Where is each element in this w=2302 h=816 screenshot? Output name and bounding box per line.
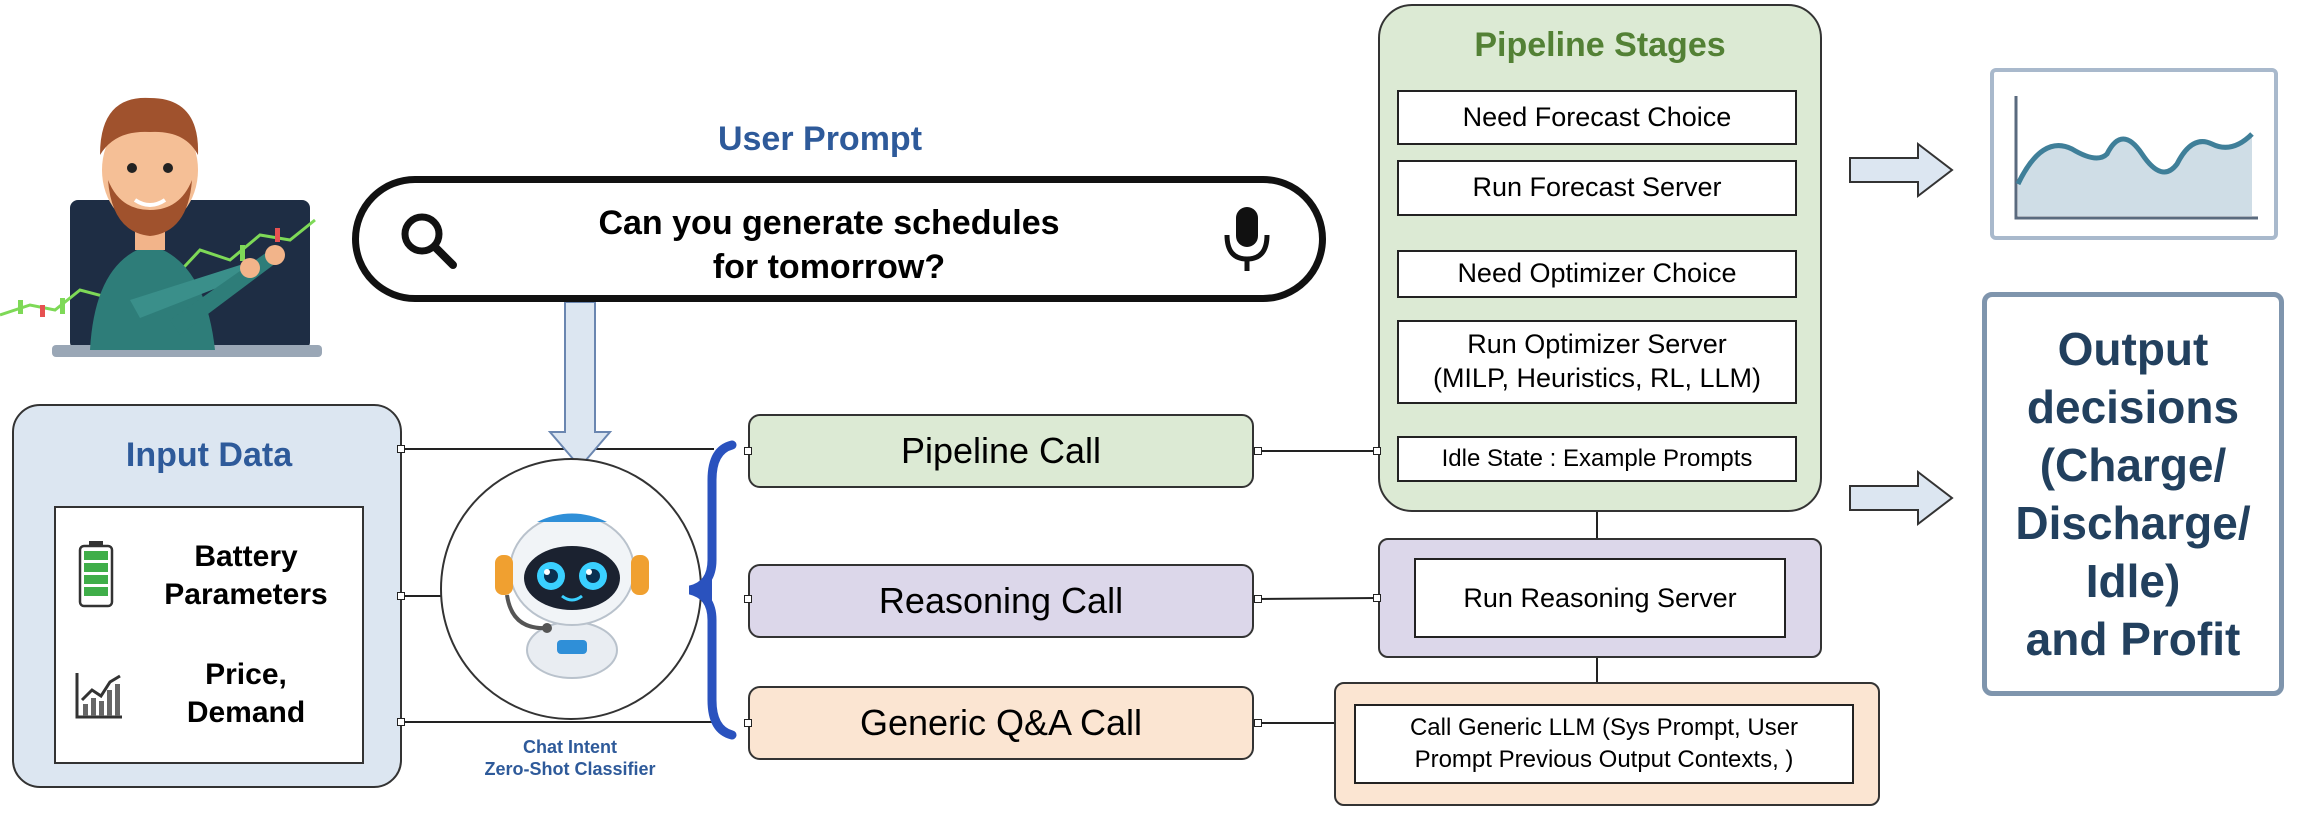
- pipeline-call-in: [744, 447, 752, 455]
- generic-llm-line-1: Call Generic LLM (Sys Prompt, User: [1409, 714, 1799, 741]
- classifier-line-2: Zero-Shot Classifier: [484, 759, 656, 779]
- robot-icon: [487, 500, 657, 685]
- reasoning-call[interactable]: Reasoning Call: [748, 564, 1254, 638]
- prompt-line-2: for tomorrow?: [712, 248, 946, 286]
- reasoning-panel-connector: [1373, 594, 1381, 602]
- forecast-chart-thumbnail: [1990, 68, 2278, 240]
- input-connector-3: [397, 718, 405, 726]
- battery-icon: [78, 540, 114, 613]
- arrow-to-chart: [1849, 141, 1954, 199]
- intent-bracket: [688, 440, 737, 740]
- presenter-illustration: [0, 60, 330, 360]
- pipeline-call[interactable]: Pipeline Call: [748, 414, 1254, 488]
- reasoning-call-out: [1254, 595, 1262, 603]
- output-line-5: Idle): [2085, 555, 2181, 607]
- stage-need-optimizer[interactable]: Need Optimizer Choice: [1397, 250, 1797, 298]
- generic-call-out: [1254, 719, 1262, 727]
- classifier-label: Chat Intent Zero-Shot Classifier: [450, 736, 690, 780]
- stage-need-forecast[interactable]: Need Forecast Choice: [1397, 90, 1797, 145]
- battery-line-2: Parameters: [164, 578, 328, 611]
- output-line-2: decisions: [2026, 381, 2240, 433]
- input-connector-2: [397, 592, 405, 600]
- prompt-search-bar[interactable]: Can you generate schedules for tomorrow?: [352, 176, 1326, 302]
- output-line-6: and Profit: [2025, 613, 2241, 665]
- classifier-circle: [440, 458, 702, 720]
- reasoning-call-in: [744, 595, 752, 603]
- pipeline-stages-title: Pipeline Stages: [1474, 26, 1726, 64]
- arrow-to-output: [1849, 469, 1954, 527]
- price-line-2: Demand: [186, 696, 306, 729]
- output-line-1: Output: [2057, 323, 2209, 375]
- stage-run-forecast[interactable]: Run Forecast Server: [1397, 160, 1797, 216]
- stage-run-optimizer[interactable]: Run Optimizer Server (MILP, Heuristics, …: [1397, 320, 1797, 404]
- pipeline-panel-connector: [1373, 447, 1381, 455]
- input-data-list: Battery Parameters Price, Demand: [54, 506, 364, 764]
- line-chart-icon: [74, 670, 124, 725]
- pipeline-call-out: [1254, 447, 1262, 455]
- generic-llm-line-2: Prompt Previous Output Contexts, ): [1414, 746, 1794, 773]
- battery-parameters-label: Battery Parameters: [146, 538, 346, 614]
- input-data-title: Input Data: [125, 436, 293, 474]
- area-chart-icon: [2012, 94, 2262, 227]
- input-connector-1: [397, 445, 405, 453]
- user-prompt-title: User Prompt: [717, 120, 923, 158]
- search-icon: [397, 209, 459, 276]
- call-generic-llm[interactable]: Call Generic LLM (Sys Prompt, User Promp…: [1354, 704, 1854, 784]
- output-decisions-text: Output decisions (Charge/ Discharge/ Idl…: [1982, 320, 2284, 668]
- stage-run-optimizer-line-1: Run Optimizer Server: [1467, 329, 1727, 360]
- price-line-1: Price,: [205, 658, 287, 691]
- generic-call-in: [744, 719, 752, 727]
- battery-line-1: Battery: [194, 540, 298, 573]
- output-line-3: (Charge/: [2039, 439, 2227, 491]
- stage-idle-state[interactable]: Idle State : Example Prompts: [1397, 436, 1797, 482]
- price-demand-label: Price, Demand: [146, 656, 346, 732]
- input-data-panel: Input Data Battery Parameters: [12, 404, 402, 788]
- generic-qa-call[interactable]: Generic Q&A Call: [748, 686, 1254, 760]
- classifier-line-1: Chat Intent: [523, 737, 617, 757]
- output-line-4: Discharge/: [2015, 497, 2251, 549]
- prompt-text: Can you generate schedules for tomorrow?: [479, 201, 1179, 289]
- stage-run-optimizer-line-2: (MILP, Heuristics, RL, LLM): [1432, 363, 1762, 393]
- prompt-line-1: Can you generate schedules: [598, 204, 1060, 242]
- run-reasoning-server[interactable]: Run Reasoning Server: [1414, 558, 1786, 638]
- prompt-down-arrow: [547, 302, 613, 469]
- microphone-icon[interactable]: [1219, 205, 1275, 280]
- output-decisions-box: [1982, 292, 2284, 696]
